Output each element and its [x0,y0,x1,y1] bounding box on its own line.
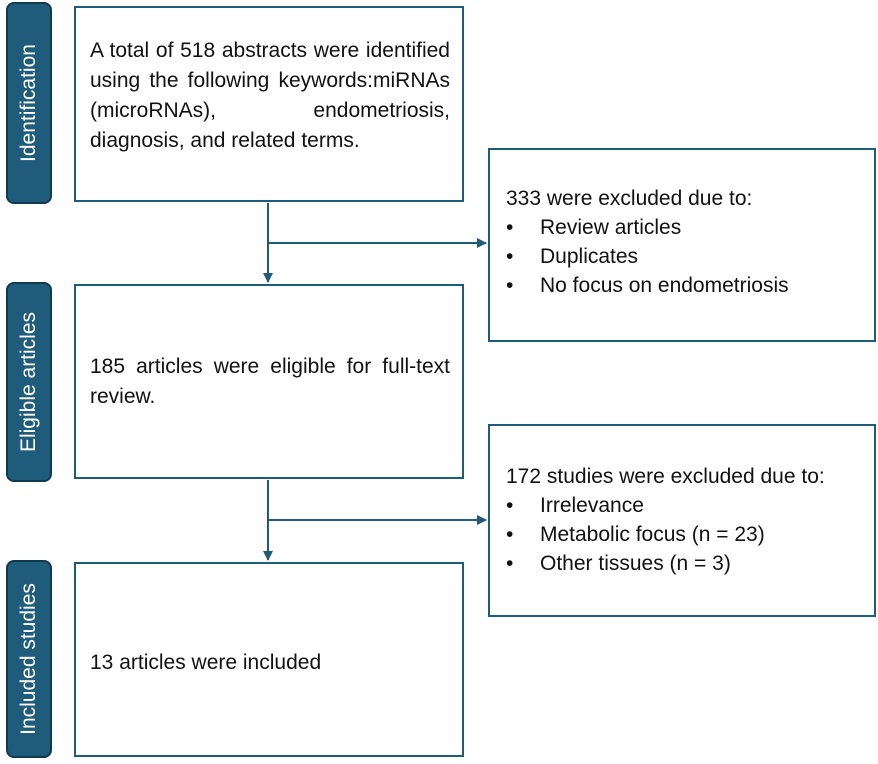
included-box: 13 articles were included [74,562,464,757]
exclusion-title: 172 studies were excluded due to: [506,465,825,488]
identified-text: A total of 518 abstracts were identified… [90,39,450,152]
flow-diagram: Identification Eligible articles Include… [6,0,878,764]
exclusion-box-1: 333 were excluded due to: Review article… [488,148,876,342]
exclusion-box-2: 172 studies were excluded due to: Irrele… [488,424,876,617]
exclusion-list: Review articles Duplicates No focus on e… [506,213,864,300]
phase-label-included: Included studies [6,560,52,758]
phase-label-eligible: Eligible articles [6,282,52,482]
exclusion-item: No focus on endometriosis [506,271,864,300]
exclusion-item: Irrelevance [506,491,864,520]
exclusion-item: Other tissues (n = 3) [506,549,864,578]
exclusion-item: Duplicates [506,242,864,271]
exclusion-list: Irrelevance Metabolic focus (n = 23) Oth… [506,491,864,578]
phase-label-identification: Identification [6,2,52,204]
eligible-text: 185 articles were eligible for full-text… [90,355,450,408]
exclusion-item: Review articles [506,213,864,242]
exclusion-title: 333 were excluded due to: [506,187,753,210]
connector-arrows [263,203,487,561]
eligible-box: 185 articles were eligible for full-text… [74,284,464,479]
exclusion-item: Metabolic focus (n = 23) [506,520,864,549]
identified-box: A total of 518 abstracts were identified… [74,6,464,202]
included-text: 13 articles were included [90,651,322,674]
